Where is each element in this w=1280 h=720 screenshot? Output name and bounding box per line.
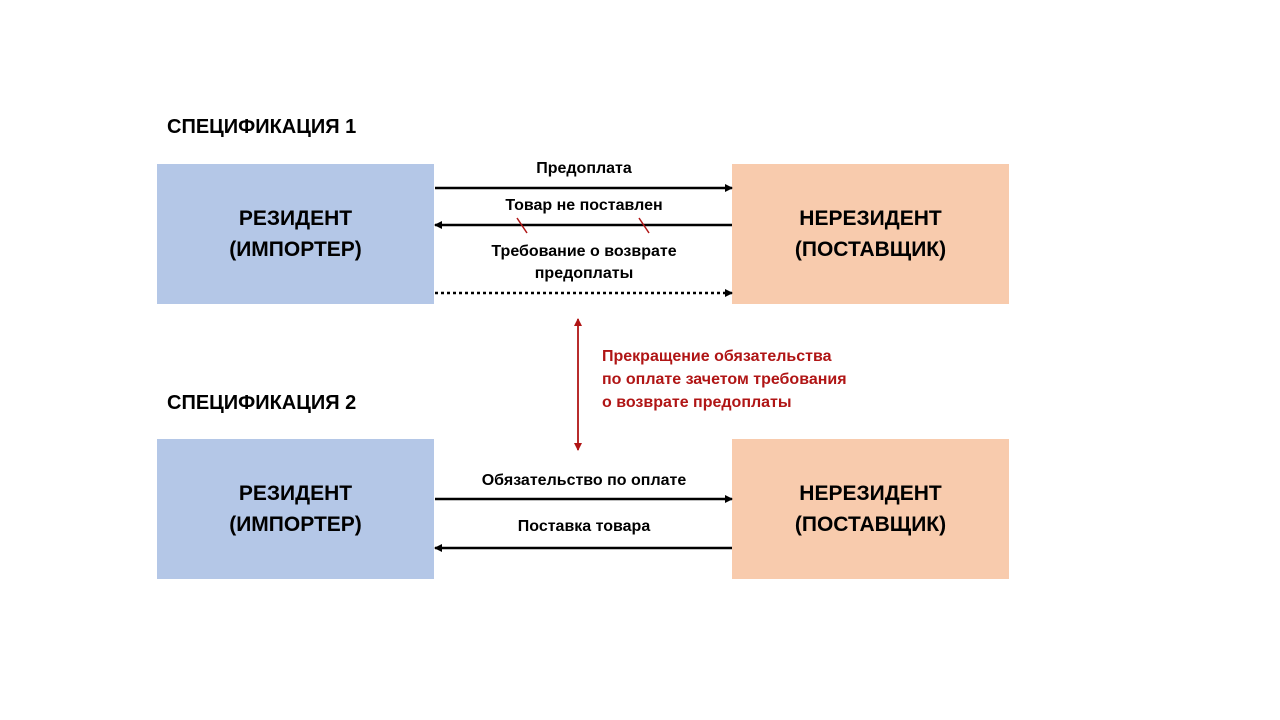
goods-not-delivered-label: Товар не поставлен — [505, 197, 663, 214]
spec2-resident-box: РЕЗИДЕНТ (ИМПОРТЕР) — [157, 439, 434, 579]
spec2-title: СПЕЦИФИКАЦИЯ 2 — [167, 392, 357, 414]
strike-mark — [516, 217, 528, 234]
nonresident-label: НЕРЕЗИДЕНТ (ПОСТАВЩИК) — [794, 207, 947, 261]
refund-claim-label: Требование о возврате предоплаты — [491, 243, 677, 282]
prepayment-label: Предоплата — [536, 160, 632, 177]
spec1-title: СПЕЦИФИКАЦИЯ 1 — [167, 116, 357, 138]
nonresident-label: НЕРЕЗИДЕНТ (ПОСТАВЩИК) — [794, 482, 947, 536]
spec2-nonresident-box: НЕРЕЗИДЕНТ (ПОСТАВЩИК) — [732, 439, 1009, 579]
strike-mark — [638, 217, 650, 234]
offset-note: Прекращение обязательства по оплате заче… — [602, 348, 847, 411]
resident-label: РЕЗИДЕНТ (ИМПОРТЕР) — [229, 482, 362, 536]
goods-delivery-label: Поставка товара — [517, 518, 651, 535]
spec1-nonresident-box: НЕРЕЗИДЕНТ (ПОСТАВЩИК) — [732, 164, 1009, 304]
spec1-resident-box: РЕЗИДЕНТ (ИМПОРТЕР) — [157, 164, 434, 304]
payment-obligation-label: Обязательство по оплате — [481, 472, 687, 489]
resident-label: РЕЗИДЕНТ (ИМПОРТЕР) — [229, 207, 362, 261]
